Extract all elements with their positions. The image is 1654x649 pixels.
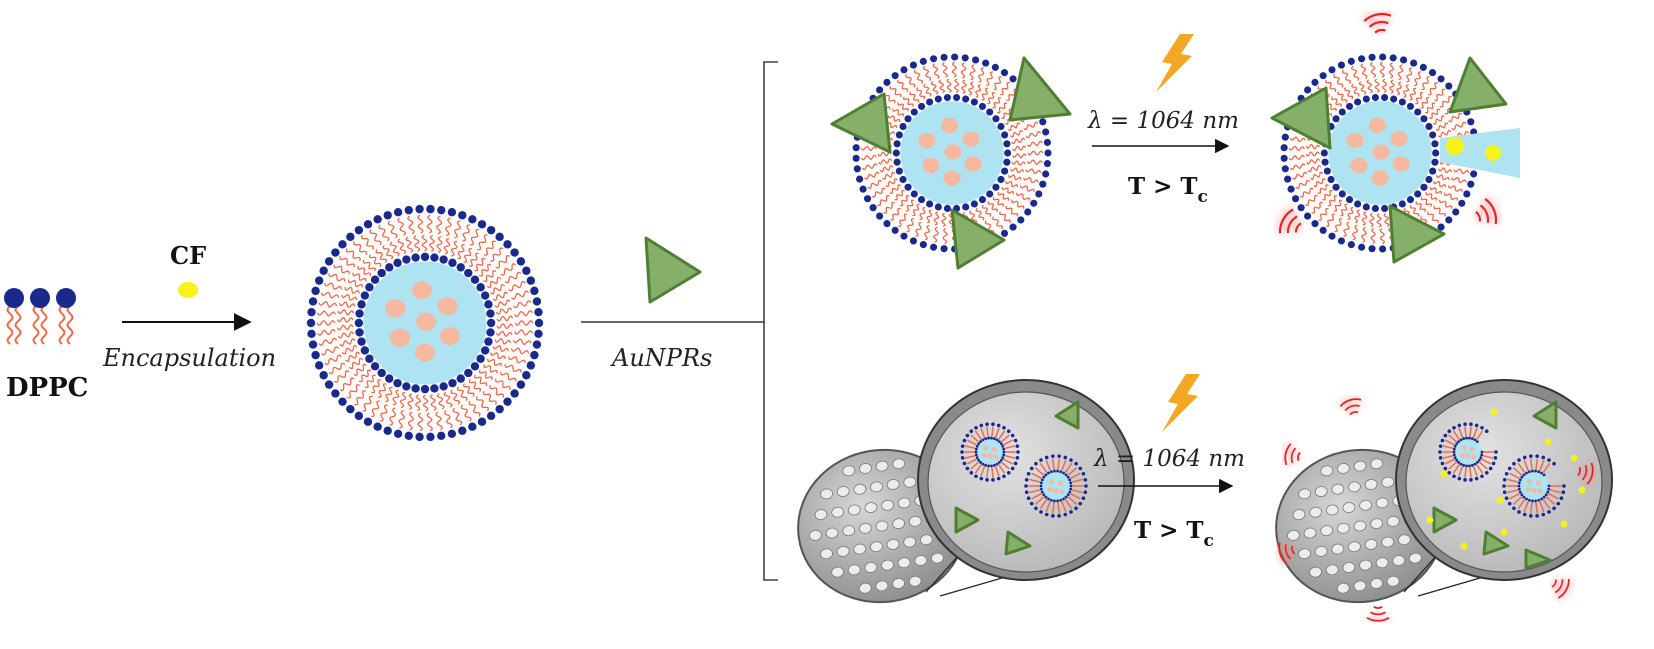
- lightning-bolt-icon: [1156, 34, 1194, 92]
- wavelength-label-top: λ = 1064 nm: [1087, 108, 1239, 134]
- aunprs-label: AuNPRs: [610, 344, 712, 372]
- dppc-label: DPPC: [6, 373, 88, 403]
- cf-molecule-icon: [178, 282, 198, 298]
- hydrogel-disc-released-icon: [1275, 379, 1613, 604]
- condition-label-top: T > Tc: [1128, 173, 1208, 207]
- cf-label: CF: [170, 241, 206, 270]
- liposome-with-nanoprisms: [830, 53, 1072, 270]
- condition-label-bottom: T > Tc: [1134, 517, 1214, 551]
- heat-wave-icon: [1276, 10, 1500, 234]
- wavelength-label-bottom: λ = 1064 nm: [1093, 446, 1245, 472]
- liposome-icon: [306, 204, 544, 442]
- heat-wave-icon: [1276, 396, 1596, 624]
- hydrogel-disc-icon: [797, 379, 1135, 604]
- liposome-releasing-cf: [1270, 53, 1520, 264]
- lightning-bolt-icon: [1162, 374, 1200, 432]
- lipid-molecule-icon: [4, 288, 76, 345]
- encapsulation-label: Encapsulation: [102, 344, 276, 372]
- gold-nanoprism-icon: [644, 236, 702, 304]
- branch-bracket: [763, 61, 778, 581]
